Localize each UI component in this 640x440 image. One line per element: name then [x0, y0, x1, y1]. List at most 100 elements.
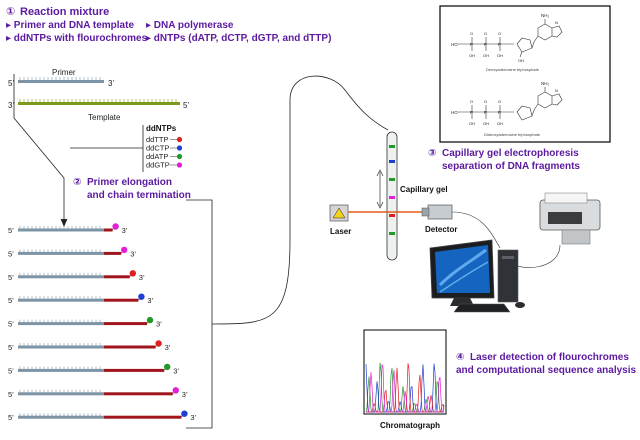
fragment-five-prime: 5’	[8, 366, 14, 375]
fragment-five-prime: 5’	[8, 320, 14, 329]
fragment-ticks	[19, 249, 101, 253]
datp-phosphate-bonds	[471, 37, 501, 51]
fragment-elongation	[104, 415, 182, 419]
fragment-terminator-dot	[112, 223, 119, 230]
datp-oh2: OH	[483, 53, 489, 58]
fragment-primer	[18, 368, 104, 372]
fragment-terminator-dot	[121, 246, 128, 254]
datp-nh2: NH₂	[541, 13, 549, 18]
sample-cable	[211, 75, 389, 325]
detector-box	[427, 204, 453, 220]
fragment-elongation	[104, 322, 147, 326]
step4-line-2: and computational sequence analysis	[456, 365, 636, 376]
fragment-elongation	[104, 345, 156, 349]
step2-line-2: and chain termination	[87, 190, 191, 201]
datp-p1: P	[470, 42, 473, 47]
template-five-prime: 5’	[183, 101, 189, 110]
fragment-elongation	[104, 251, 122, 255]
primer-label: Primer	[52, 68, 76, 77]
step1-title: Reaction mixture	[20, 6, 109, 18]
ddntp-item-label: ddCTP	[146, 144, 169, 153]
tower-drive	[502, 256, 514, 259]
arrow-head-step2	[60, 218, 68, 228]
fragment-primer	[18, 228, 104, 232]
fragment-elongation	[104, 228, 113, 232]
capillary-band-1	[389, 145, 395, 148]
ddatp-nh2: NH₂	[541, 81, 549, 86]
step1-item-2: ▸ DNA polymerase	[146, 20, 234, 31]
fragment-elongation	[104, 368, 165, 372]
ddatp-p1: P	[470, 110, 473, 115]
keyboard-icon	[453, 303, 511, 313]
ddatp-oh3: OH	[497, 121, 503, 126]
fragment-primer	[18, 251, 104, 255]
molecule-ddatp: NH₂ HO P P P O O O OH OH OH N Dideoxyade…	[451, 81, 563, 137]
step3-line-1: Capillary gel electrophoresis	[442, 148, 579, 159]
fragment-five-prime: 5’	[8, 390, 14, 399]
capillary-gel-label: Capillary gel	[400, 185, 448, 194]
step1-item-4: ▸ dNTPs (dATP, dCTP, dGTP, and dTTP)	[146, 33, 331, 44]
ddntp-item-dot	[176, 153, 183, 160]
fragment-terminator-dot	[138, 293, 145, 300]
primer-template-pair: Primer 5’ 3’ 3’ 5’ Template	[8, 68, 189, 122]
primer-three-prime: 3’	[108, 79, 114, 88]
fragment-ticks	[19, 366, 101, 370]
printer-icon	[539, 192, 601, 245]
step1-item-1: ▸ Primer and DNA template	[6, 20, 134, 31]
chromatogram-trace	[366, 364, 444, 413]
fragment-five-prime: 5’	[8, 226, 14, 235]
ddntp-item-dot	[176, 136, 183, 143]
detector-label: Detector	[425, 225, 457, 234]
fragment-terminator-dot	[181, 410, 188, 417]
ddatp-ho: HO	[451, 110, 458, 115]
mouse-icon	[515, 302, 525, 308]
fragment-ticks	[19, 343, 101, 346]
ddatp-caption: Dideoxyadenosine triphosphate	[484, 132, 541, 137]
step4-line-1: Laser detection of flourochromes	[470, 352, 629, 363]
ddatp-oh2: OH	[483, 121, 489, 126]
ddatp-n: N	[555, 88, 558, 93]
step1-number: ①	[6, 6, 15, 18]
datp-oh3: OH	[497, 53, 503, 58]
fragment-ticks	[19, 413, 101, 417]
template-strand	[18, 102, 180, 105]
fragment-three-prime: 3’	[156, 320, 162, 329]
fragment-three-prime: 3’	[147, 296, 153, 305]
capillary-assembly: Capillary gel Laser Detector	[329, 131, 501, 261]
ddntp-item-dot	[176, 145, 183, 151]
fragment-three-prime: 3’	[182, 390, 188, 399]
ddatp-p2: P	[484, 110, 487, 115]
template-three-prime: 3’	[8, 101, 14, 110]
fragment-elongation	[104, 275, 130, 279]
computer-workstation	[429, 192, 601, 313]
template-label: Template	[88, 113, 121, 122]
ddntp-item-dot	[176, 162, 183, 168]
ddntp-title: ddNTPs	[146, 124, 177, 133]
fragment-primer	[18, 415, 104, 419]
ddatp-o2: O	[484, 99, 487, 104]
laser-warning-icon	[332, 207, 346, 219]
fragment-primer	[18, 322, 104, 326]
fragment-three-prime: 3’	[139, 273, 145, 282]
datp-o2: O	[484, 31, 487, 36]
template-ticks	[19, 99, 177, 102]
step2-number: ②	[73, 177, 81, 188]
fragment-elongation	[104, 298, 139, 302]
capillary-band-6	[389, 232, 395, 235]
ddntp-item-label: ddTTP	[146, 135, 169, 144]
datp-o1: O	[470, 31, 473, 36]
capillary-band-5	[389, 214, 395, 217]
step1-reaction-mixture: ① Reaction mixture ▸ Primer and DNA temp…	[6, 6, 331, 44]
molecule-datp: NH₂ HO P P P O O O OH OH OH OH N Deoxyad…	[451, 13, 563, 72]
chromatograph-label: Chromatograph	[380, 421, 440, 430]
ddatp-adenine	[533, 87, 563, 111]
fragment-terminator-dot	[129, 270, 136, 277]
fragment-primer	[18, 392, 104, 396]
step2-label: ② Primer elongation and chain terminatio…	[73, 177, 191, 201]
laser-label: Laser	[330, 227, 351, 236]
capillary-band-3	[389, 178, 395, 181]
fragment-five-prime: 5’	[8, 273, 14, 282]
